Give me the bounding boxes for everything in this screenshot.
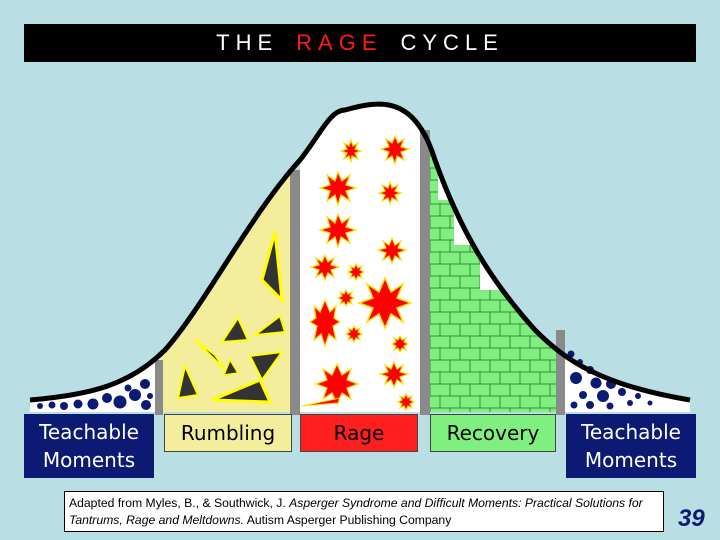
rubble-stones (176, 231, 287, 404)
title-word-rage: RAGE (296, 30, 383, 55)
stage-panels (30, 104, 690, 413)
recovery-bricks (430, 130, 556, 413)
teachable-left-panel (30, 104, 160, 413)
stage-teachable-right-line1: Teachable (581, 420, 681, 444)
stage-rumbling-label: Rumbling (180, 421, 276, 445)
stage-teachable-right-line2: Moments (584, 448, 678, 472)
citation-prefix: Adapted from Myles, B., & Southwick, J. (69, 496, 290, 510)
title-word-the: THE (216, 30, 279, 55)
stage-rumbling: Rumbling (164, 414, 292, 452)
stage-teachable-left-line2: Moments (42, 448, 136, 472)
stage-teachable-left: Teachable Moments (24, 414, 154, 478)
stage-recovery-label: Recovery (446, 421, 540, 445)
rage-bursts (301, 134, 416, 412)
stage-teachable-left-line1: Teachable (39, 420, 139, 444)
title-bar: THE RAGE CYCLE (24, 24, 696, 62)
stage-rage: Rage (300, 414, 418, 452)
cycle-curve (29, 101, 691, 403)
stage-rage-label: Rage (333, 421, 385, 445)
citation-suffix: Autism Asperger Publishing Company (244, 513, 452, 527)
teachable-dots-left (37, 379, 153, 410)
page-number: 39 (678, 505, 705, 532)
citation: Adapted from Myles, B., & Southwick, J. … (64, 491, 664, 532)
title-word-cycle: CYCLE (400, 30, 504, 55)
stage-dividers (155, 130, 565, 415)
citation-book-title: Asperger Syndrome and Difficult Moments:… (69, 496, 643, 527)
stage-teachable-right: Teachable Moments (566, 414, 696, 478)
stage-recovery: Recovery (430, 414, 556, 452)
